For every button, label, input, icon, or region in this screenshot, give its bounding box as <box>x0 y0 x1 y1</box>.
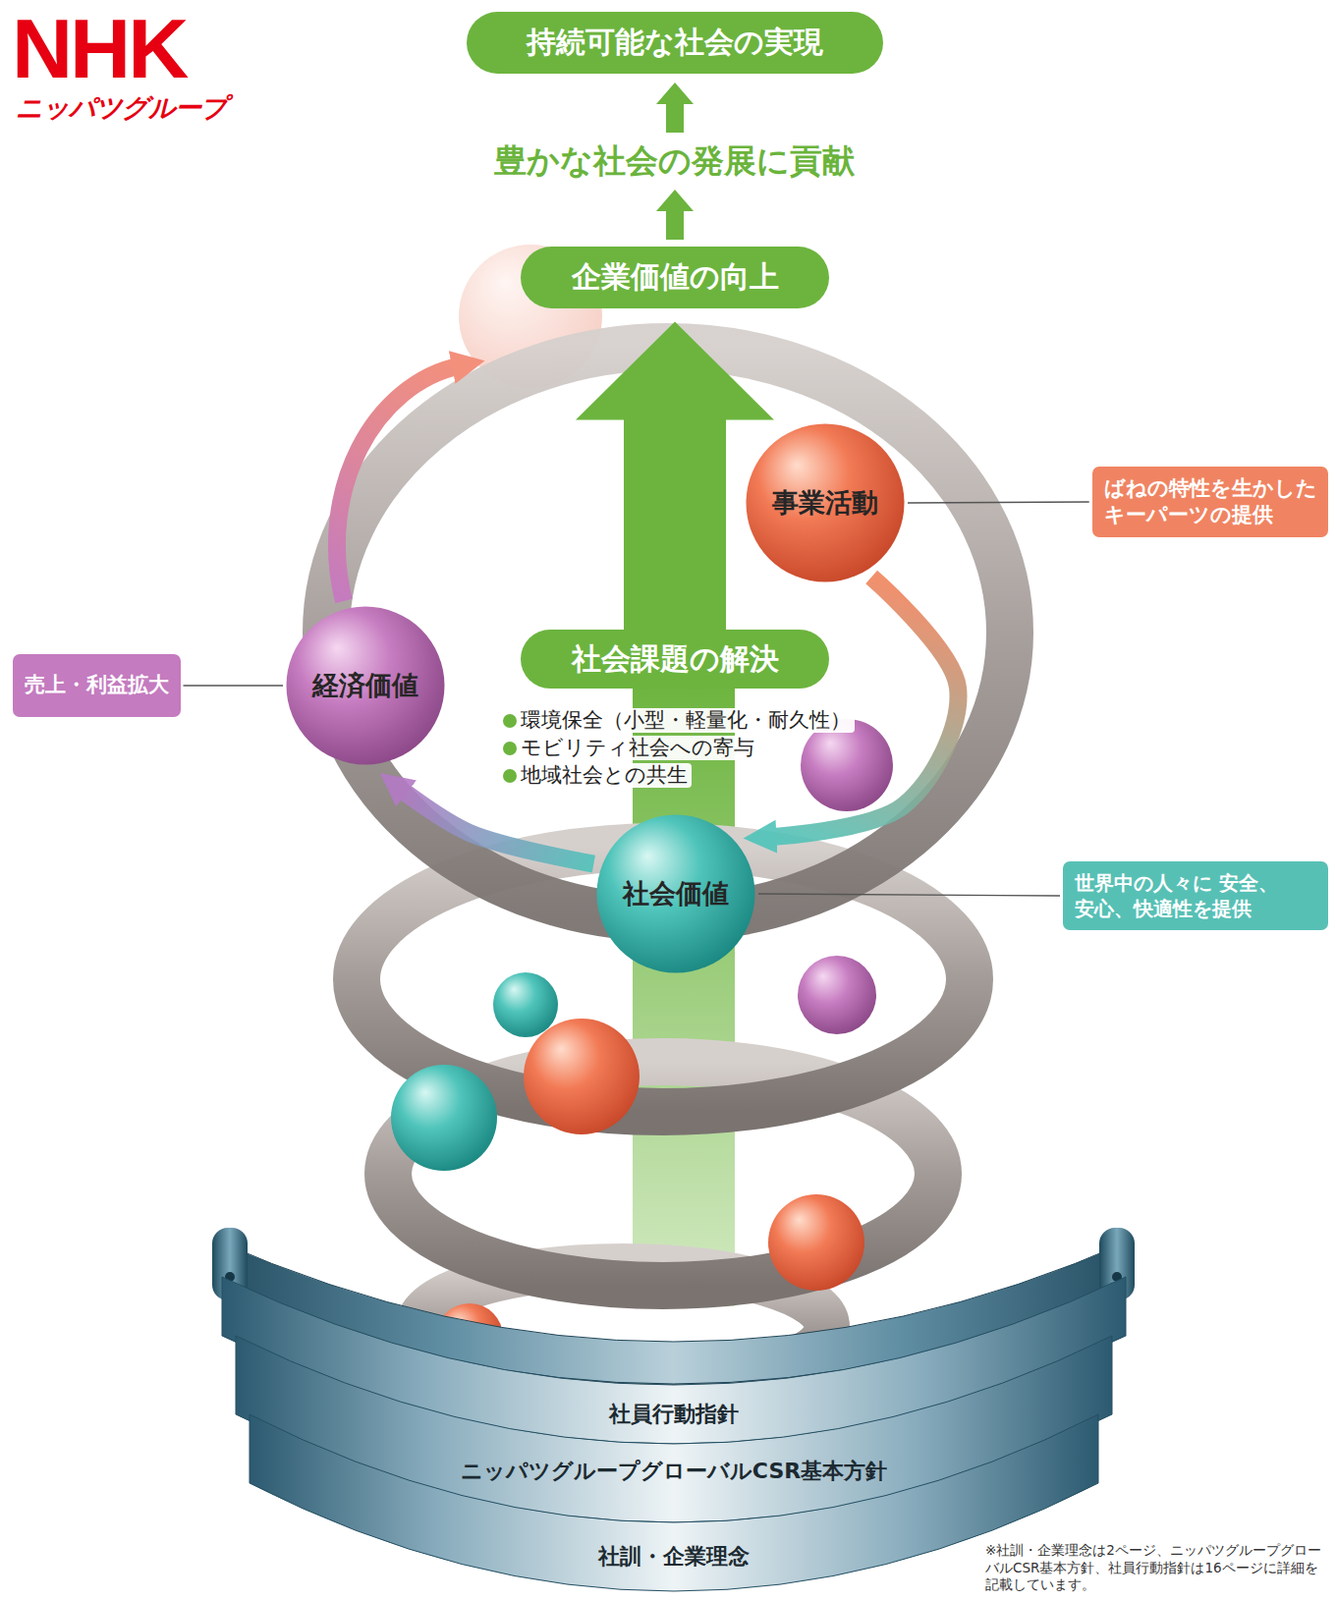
sphere-fill <box>597 815 756 974</box>
leader-line <box>758 893 1060 896</box>
band-text: 社訓・企業理念 <box>249 1544 1099 1570</box>
bullet-dot <box>502 769 517 783</box>
deco-sphere <box>523 1018 640 1135</box>
logo-subtitle: ニッパツグループ <box>15 92 227 124</box>
cycle-arrow <box>398 787 595 865</box>
label-text: ※社訓・企業理念は2ページ、ニッパツグループグローバルCSR基本方針、社員行動指… <box>985 1542 1322 1593</box>
sphere-fill <box>286 607 446 766</box>
sphere-text: 社会価値 <box>622 878 729 910</box>
deco-sphere <box>800 719 893 812</box>
band-fill <box>249 1414 1099 1592</box>
deco-sphere <box>768 1194 865 1291</box>
leader-line <box>183 684 284 686</box>
label-text: モビリティ社会への寄与 <box>520 735 755 761</box>
callout-box: 世界中の人々に 安全、安心、快適性を提供 <box>1062 861 1329 931</box>
callout-box: ばねの特性を生かした キーパーツの提供 <box>1092 466 1329 539</box>
deco-sphere <box>390 1064 498 1171</box>
value-text: 企業価値の向上 <box>571 259 780 295</box>
sphere-text: 経済価値 <box>312 669 419 702</box>
base-band: 社訓・企業理念 <box>249 1414 1099 1598</box>
cycle-arrow <box>336 365 462 602</box>
bullet-item: モビリティ社会への寄与 <box>501 735 759 761</box>
label-text: 環境保全（小型・軽量化・耐久性） <box>520 708 851 733</box>
callout-text: ばねの特性を生かした キーパーツの提供 <box>1104 475 1317 530</box>
issue-box: 社会課題の解決 <box>520 629 830 689</box>
label-text: 地域社会との共生 <box>520 763 688 788</box>
issue-text: 社会課題の解決 <box>571 641 780 677</box>
label-text: 豊かな社会の発展に貢献 <box>494 141 855 180</box>
goal-box: 持続可能な社会の実現 <box>466 11 884 74</box>
footnote: ※社訓・企業理念は2ページ、ニッパツグループグローバルCSR基本方針、社員行動指… <box>985 1542 1330 1595</box>
bullet-item: 環境保全（小型・軽量化・耐久性） <box>501 708 855 733</box>
social-sphere: 社会価値 <box>596 814 756 974</box>
label-text: NHK <box>11 0 186 96</box>
up-arrow <box>656 189 694 240</box>
contribution-text: 豊かな社会の発展に貢献 <box>494 141 855 181</box>
callout-box: 売上・利益拡大 <box>12 654 181 718</box>
callout-text: 売上・利益拡大 <box>24 671 169 699</box>
economic-sphere: 経済価値 <box>285 606 446 766</box>
bullet-dot <box>502 714 517 728</box>
deco-sphere <box>493 972 558 1038</box>
bullet-item: 地域社会との共生 <box>501 763 692 788</box>
bullet-dot <box>502 741 517 756</box>
label-text: ニッパツグループ <box>15 92 227 123</box>
sphere-fill <box>746 424 905 583</box>
band-shape <box>249 1414 1099 1598</box>
up-arrow <box>656 82 694 133</box>
business-sphere: 事業活動 <box>745 423 905 583</box>
leader-line <box>907 501 1090 503</box>
callout-text: 世界中の人々に 安全、安心、快適性を提供 <box>1074 870 1317 922</box>
value-box: 企業価値の向上 <box>520 246 830 309</box>
goal-text: 持続可能な社会の実現 <box>526 24 824 60</box>
logo-mark: NHK <box>11 0 186 100</box>
cycle-arrow <box>766 576 958 837</box>
deco-sphere <box>797 955 877 1035</box>
sphere-text: 事業活動 <box>772 487 879 519</box>
flow-arrow <box>575 322 775 633</box>
